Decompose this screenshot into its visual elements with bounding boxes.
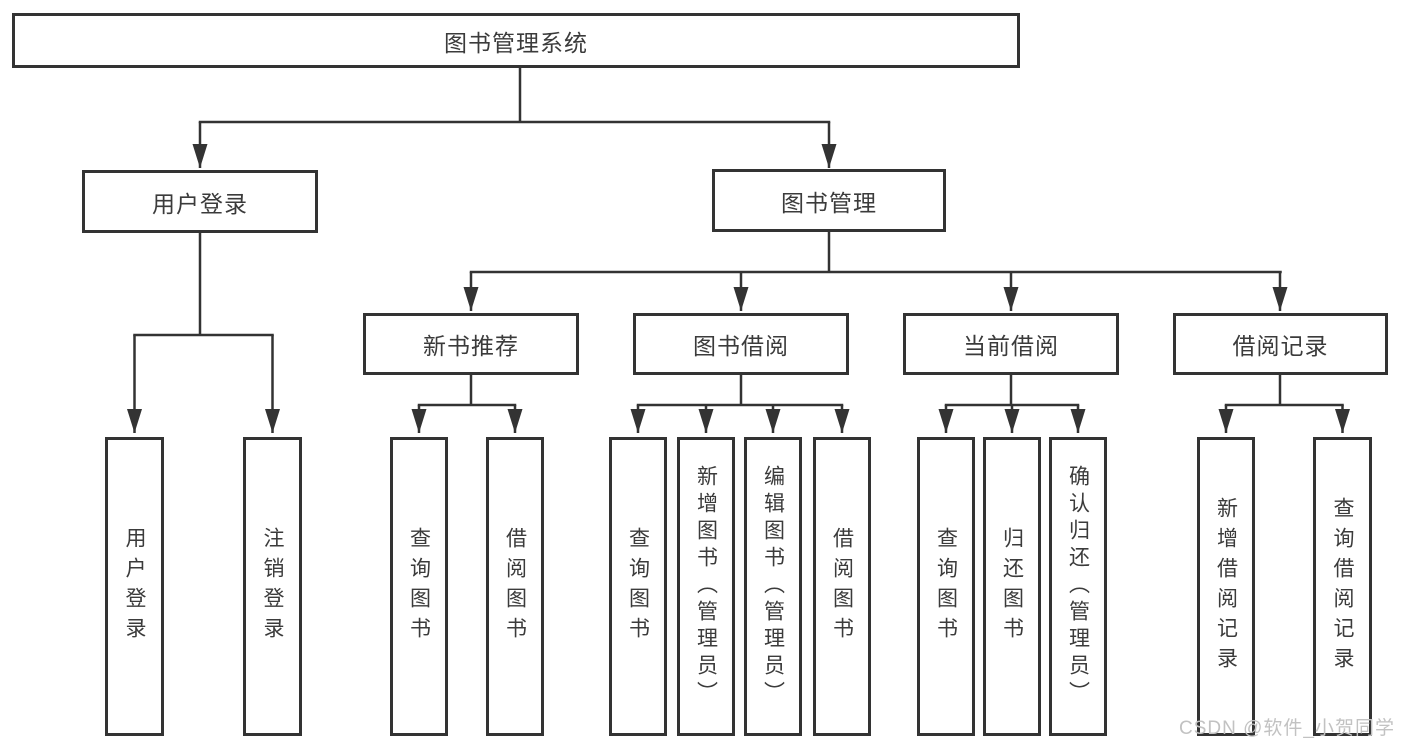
connector-book-management-sections bbox=[463, 231, 1288, 311]
node-book-borrow: 图书借阅 bbox=[633, 313, 849, 375]
leaf-confirm-return-admin: 确认归还（管理员） bbox=[1049, 437, 1107, 736]
connector-user-login-children bbox=[127, 232, 280, 433]
leaf-user-login: 用户登录 bbox=[105, 437, 164, 736]
leaf-query-books-recommend: 查询图书 bbox=[390, 437, 448, 736]
leaf-return-books: 归还图书 bbox=[983, 437, 1041, 736]
node-current-borrow: 当前借阅 bbox=[903, 313, 1119, 375]
csdn-watermark: CSDN @软件_小贺同学 bbox=[1179, 718, 1395, 739]
leaf-add-borrow-record: 新增借阅记录 bbox=[1197, 437, 1255, 736]
connector-root-to-level2 bbox=[192, 66, 837, 168]
node-borrow-records: 借阅记录 bbox=[1173, 313, 1388, 375]
connector-current-borrow-children bbox=[938, 374, 1086, 433]
leaf-query-borrow-record: 查询借阅记录 bbox=[1313, 437, 1372, 736]
connector-new-book-recommend-children bbox=[411, 374, 523, 433]
node-root-system: 图书管理系统 bbox=[12, 13, 1020, 68]
leaf-add-books-admin: 新增图书（管理员） bbox=[677, 437, 735, 736]
leaf-borrow-books: 借阅图书 bbox=[813, 437, 871, 736]
node-new-book-recommend: 新书推荐 bbox=[363, 313, 579, 375]
node-user-login: 用户登录 bbox=[82, 170, 318, 233]
leaf-query-books-current: 查询图书 bbox=[917, 437, 975, 736]
leaf-borrow-books-recommend: 借阅图书 bbox=[486, 437, 544, 736]
node-book-management: 图书管理 bbox=[712, 169, 946, 232]
leaf-edit-books-admin: 编辑图书（管理员） bbox=[744, 437, 802, 736]
connector-borrow-records-children bbox=[1218, 374, 1350, 433]
leaf-logout: 注销登录 bbox=[243, 437, 302, 736]
connector-book-borrow-children bbox=[630, 374, 850, 433]
leaf-query-books-borrow: 查询图书 bbox=[609, 437, 667, 736]
